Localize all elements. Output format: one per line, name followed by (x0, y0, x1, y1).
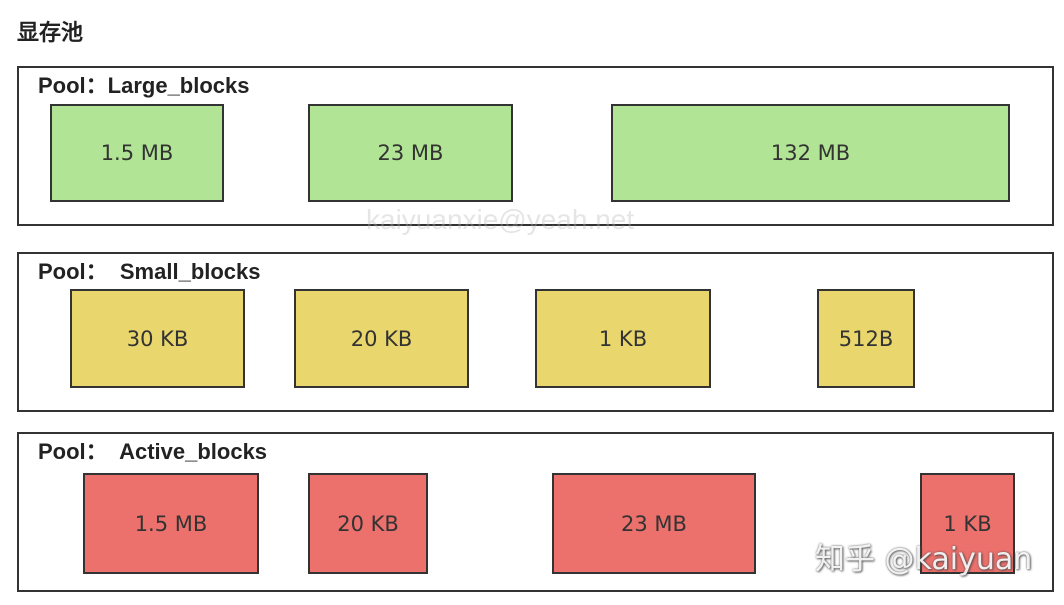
memory-block: 512B (817, 289, 915, 388)
pool-label: Pool： Small_blocks (38, 259, 261, 284)
memory-block: 23 MB (308, 104, 513, 202)
diagram-title: 显存池 (17, 21, 84, 46)
memory-block: 1.5 MB (83, 473, 259, 574)
memory-block: 23 MB (552, 473, 756, 574)
memory-block: 20 KB (308, 473, 428, 574)
pool-label: Pool： Active_blocks (38, 439, 268, 464)
memory-block: 132 MB (611, 104, 1010, 202)
memory-block: 1 KB (920, 473, 1015, 574)
pool-label: Pool：Large_blocks (38, 73, 250, 98)
memory-block: 20 KB (294, 289, 469, 388)
pool-small-blocks: Pool： Small_blocks 30 KB 20 KB 1 KB 512B (17, 252, 1054, 412)
pool-large-blocks: Pool：Large_blocks 1.5 MB 23 MB 132 MB (17, 66, 1054, 226)
memory-block: 1.5 MB (50, 104, 224, 202)
pool-active-blocks: Pool： Active_blocks 1.5 MB 20 KB 23 MB 1… (17, 432, 1054, 592)
memory-block: 1 KB (535, 289, 711, 388)
memory-block: 30 KB (70, 289, 245, 388)
